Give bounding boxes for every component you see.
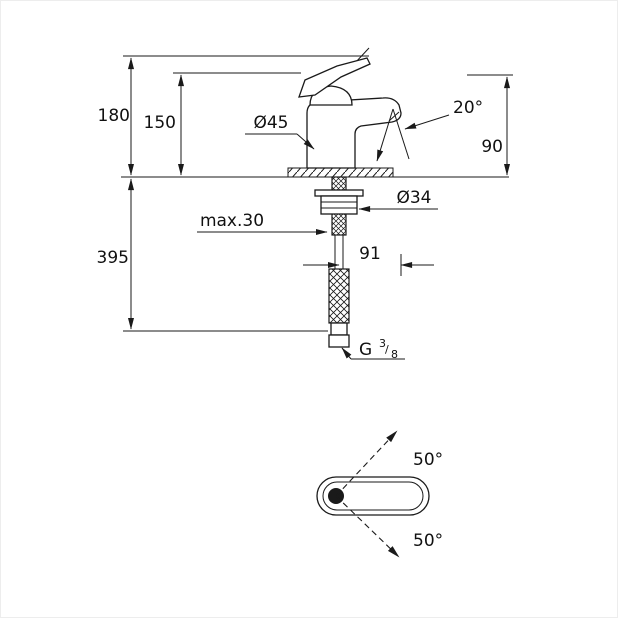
faucet-side-silhouette <box>298 57 402 169</box>
spout-outlet-face <box>388 111 400 122</box>
thread-denominator: 8 <box>391 348 398 361</box>
thread-slash: / <box>385 343 389 356</box>
top-view: 50° 50° <box>316 430 443 558</box>
hose-connector <box>330 322 348 336</box>
dim-90-label: 90 <box>481 137 503 157</box>
swivel-up-label: 50° <box>413 450 443 470</box>
swivel-line-up <box>335 430 398 497</box>
counter-cross-section <box>287 167 394 178</box>
under-counter-assembly <box>314 176 364 348</box>
faucet-top-inner-outline <box>322 481 424 511</box>
flexible-hose <box>328 268 350 324</box>
faucet-lever-handle <box>298 57 371 98</box>
faucet-body-and-spout <box>306 97 402 169</box>
angle-leader <box>404 114 450 130</box>
side-view: 180 150 Ø45 20° 90 395 max.30 Ø34 91 G 3… <box>97 47 513 361</box>
dim-max30-label: max.30 <box>200 211 264 231</box>
angle-line-a <box>376 108 394 162</box>
angle-line-b <box>392 108 410 160</box>
thread-numerator: 3 <box>379 337 386 350</box>
dim-d45-label: Ø45 <box>253 113 288 133</box>
g38-leader <box>341 347 352 360</box>
mounting-nut <box>320 195 358 215</box>
hose-thread-nut <box>328 334 350 348</box>
dim-150-label: 150 <box>144 113 176 133</box>
swivel-line-down <box>335 495 400 558</box>
mounting-washer <box>314 189 364 197</box>
thread-prefix: G <box>359 340 372 360</box>
dim-d34-label: Ø34 <box>396 188 431 208</box>
dim-91-label: 91 <box>359 244 381 264</box>
dim-395-label: 395 <box>97 248 129 268</box>
dim-20deg-label: 20° <box>453 98 483 118</box>
d45-leader <box>296 133 315 150</box>
dim-180-label: 180 <box>98 106 130 126</box>
swivel-down-label: 50° <box>413 531 443 551</box>
thread-size-label: G 3 / 8 <box>359 337 398 361</box>
